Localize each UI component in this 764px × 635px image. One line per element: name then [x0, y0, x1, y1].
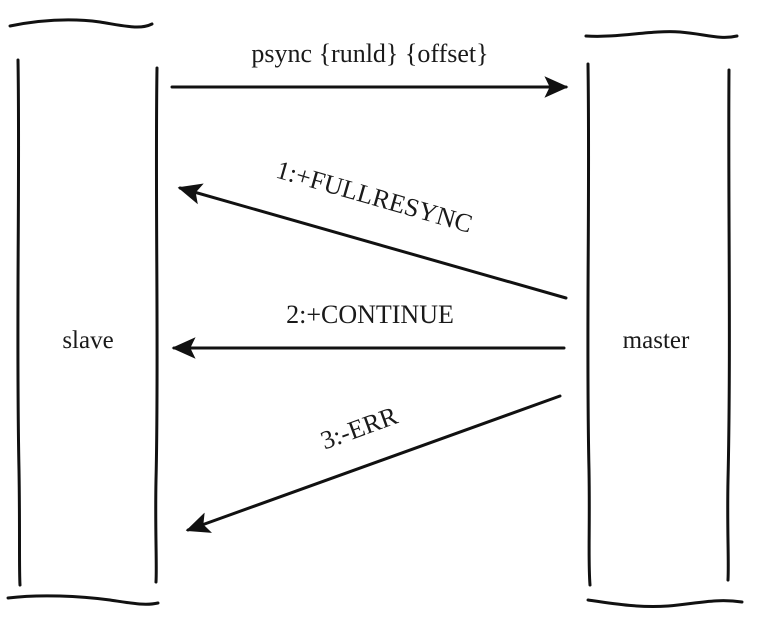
master-box	[584, 30, 744, 609]
slave-box-bottom-edge	[6, 594, 160, 606]
psync-label: psync {runld} {offset}	[251, 39, 488, 68]
continue-label: 2:+CONTINUE	[286, 300, 454, 329]
master-box-top-edge	[584, 30, 739, 39]
message-fullresync: 1:+FULLRESYNC	[177, 155, 568, 300]
err-label: 3:-ERR	[317, 401, 402, 456]
message-continue: 2:+CONTINUE	[171, 300, 566, 359]
master-label: master	[623, 327, 690, 354]
slave-box	[6, 18, 160, 606]
message-err: 3:-ERR	[185, 394, 562, 533]
master-box-bottom-edge	[586, 598, 744, 609]
message-psync: psync {runld} {offset}	[170, 39, 569, 98]
slave-box-top-edge	[8, 18, 154, 29]
master-box-right-edge	[726, 68, 731, 582]
slave-label: slave	[62, 327, 113, 354]
fullresync-arrow	[177, 183, 568, 300]
slave-box-left-edge	[16, 58, 22, 587]
master-box-left-edge	[586, 62, 592, 587]
err-arrow	[185, 394, 562, 533]
fullresync-label: 1:+FULLRESYNC	[273, 155, 476, 239]
slave-box-right-edge	[154, 66, 159, 584]
